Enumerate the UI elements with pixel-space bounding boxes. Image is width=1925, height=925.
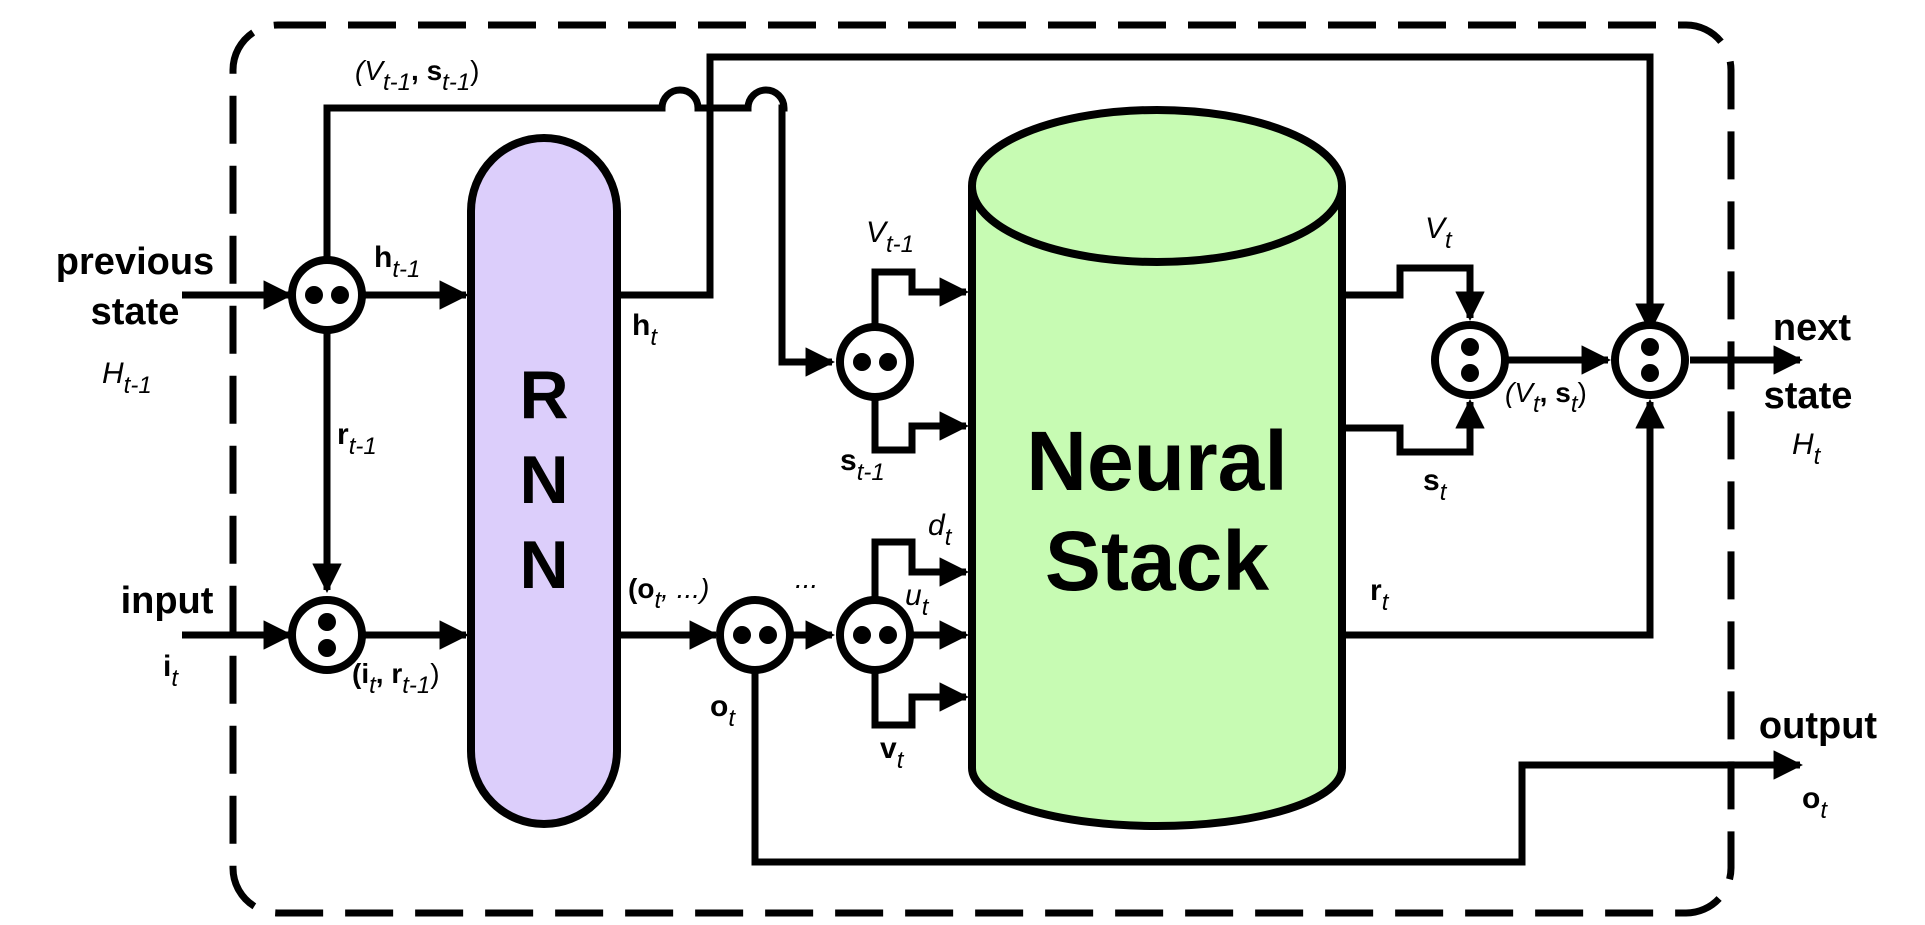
label-next: next: [1773, 307, 1851, 349]
label-r-t: rt: [1370, 574, 1390, 616]
label-h-prev: ht-1: [374, 241, 420, 283]
label-H-prev: Ht-1: [102, 357, 152, 399]
label-V-prev: Vt-1: [866, 216, 914, 258]
node-split-stack-state: [836, 323, 914, 401]
neural-stack-cylinder: [968, 106, 1346, 830]
label-ellipsis: ...: [795, 563, 818, 594]
label-u-t: ut: [905, 579, 930, 621]
node-join-next-state: [1611, 321, 1689, 399]
label-Vs-prev-tuple: (Vt-1, st-1): [355, 55, 480, 96]
label-o-tuple: (ot, ...): [628, 573, 709, 614]
label-V-t: Vt: [1425, 212, 1453, 254]
node-join-stack-state: [1431, 321, 1509, 399]
label-i-t: it: [163, 650, 179, 692]
node-split-previous-state: [288, 256, 366, 334]
label-input: input: [121, 580, 214, 622]
stack-title-line1: Neural: [1026, 414, 1287, 508]
label-state-prev: state: [91, 291, 180, 333]
wires: [182, 53, 1803, 866]
cell-boundary: [229, 21, 1735, 917]
node-join-input: [288, 596, 366, 674]
label-r-prev: rt-1: [337, 418, 377, 460]
label-h-t: ht: [632, 309, 658, 351]
rnn-block: [467, 134, 621, 828]
label-i-r-tuple: (it, rt-1): [352, 658, 440, 699]
node-split-controls: [836, 596, 914, 674]
rnn-letter-r: R: [519, 357, 568, 433]
label-s-t: st: [1423, 464, 1448, 506]
rnn-letter-n1: N: [519, 442, 568, 518]
stack-title-line2: Stack: [1045, 514, 1269, 608]
label-state-next: state: [1764, 375, 1853, 417]
label-s-prev: st-1: [840, 444, 885, 486]
node-split-rnn-output: [716, 596, 794, 674]
label-output: output: [1759, 705, 1878, 747]
rnn-letter-n2: N: [519, 527, 568, 603]
label-o-t-mid: ot: [710, 690, 736, 732]
label-H-t: Ht: [1792, 428, 1822, 470]
label-Vs-t-tuple: (Vt, st): [1505, 377, 1587, 418]
label-previous: previous: [56, 241, 214, 283]
label-o-out: ot: [1802, 782, 1828, 824]
label-d-t: dt: [928, 509, 953, 551]
label-v-t: vt: [880, 732, 905, 774]
